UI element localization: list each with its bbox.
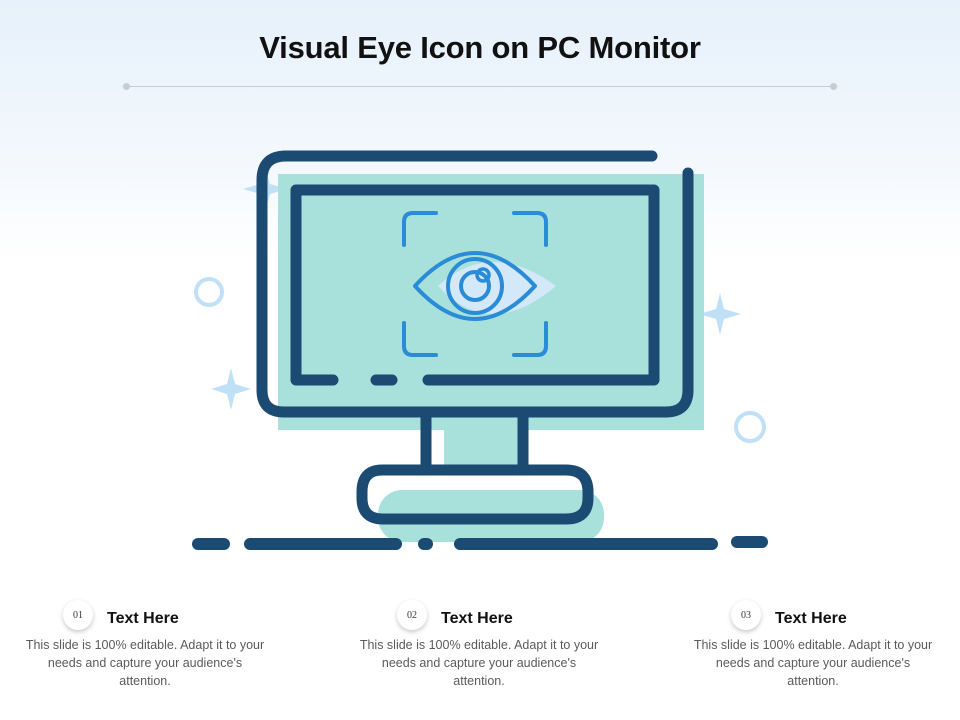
circle-icon xyxy=(734,411,766,443)
title-divider xyxy=(123,83,837,90)
step-number-badge: 03 xyxy=(731,600,761,630)
sparkle-icon xyxy=(699,293,741,335)
monitor-fill xyxy=(278,174,704,542)
sparkle-icon xyxy=(211,368,251,410)
scan-frame-corners xyxy=(402,211,548,357)
card-description: This slide is 100% editable. Adapt it to… xyxy=(25,638,265,688)
circle-icon xyxy=(194,277,224,307)
monitor-eye-illustration xyxy=(192,150,768,550)
card-description: This slide is 100% editable. Adapt it to… xyxy=(359,638,599,688)
page-title: Visual Eye Icon on PC Monitor xyxy=(259,30,701,65)
card-description: This slide is 100% editable. Adapt it to… xyxy=(693,638,933,688)
ground-lines xyxy=(192,536,768,550)
card-heading: Text Here xyxy=(107,610,179,627)
eye-icon xyxy=(413,251,556,321)
step-number-badge: 02 xyxy=(397,600,427,630)
card-heading: Text Here xyxy=(775,610,847,627)
monitor-icon xyxy=(256,150,694,525)
card-heading: Text Here xyxy=(441,610,513,627)
step-number-badge: 01 xyxy=(63,600,93,630)
